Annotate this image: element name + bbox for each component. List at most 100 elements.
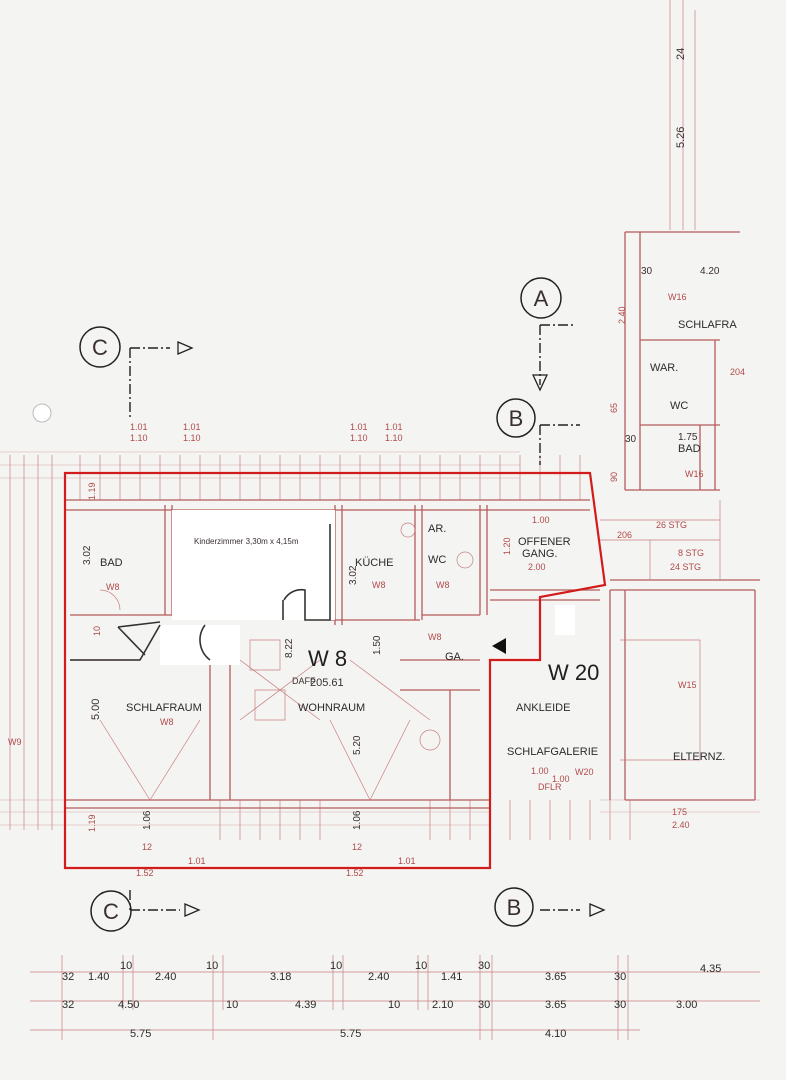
dim-500: 5.00 <box>90 699 102 720</box>
dim-101f: 1.01 <box>398 856 416 866</box>
room-schlafraum: SCHLAFRAUM <box>126 702 202 714</box>
dim-r2-3: 4.39 <box>295 999 316 1011</box>
dim-100b: 1.00 <box>531 766 549 776</box>
dim-106-mid: 1.06 <box>352 810 363 830</box>
dim-r1-13: 4.35 <box>700 963 721 975</box>
unit-outline-red <box>63 471 607 870</box>
direction-triangle <box>492 638 506 654</box>
dim-r2-4: 10 <box>388 999 400 1011</box>
dim-30a: 30 <box>641 266 653 277</box>
dim-r1-8: 10 <box>415 960 427 972</box>
dim-12b: 12 <box>352 842 362 852</box>
room-ga: GA. <box>445 651 464 663</box>
dim-101e: 1.01 <box>188 856 206 866</box>
dim-r2-9: 3.00 <box>676 999 697 1011</box>
section-axes <box>129 324 606 917</box>
dim-r1-6: 10 <box>330 960 342 972</box>
unit-label-w20: W 20 <box>548 660 599 685</box>
room-labels: BAD SCHLAFRAUM KÜCHE AR. WC OFFENER GANG… <box>100 319 737 763</box>
dim-r3-2: 4.10 <box>545 1028 566 1040</box>
dim-302-left: 3.02 <box>82 545 93 565</box>
dim-240b: 2.40 <box>672 820 690 830</box>
note-box: Kinderzimmer 3,30m x 4,15m <box>172 510 332 546</box>
dim-r1-3: 2.40 <box>155 971 176 983</box>
room-ar: AR. <box>428 523 446 535</box>
dim-row-2: 32 4.50 10 4.39 10 2.10 30 3.65 30 3.00 <box>62 999 697 1011</box>
dim-110b: 1.10 <box>183 433 201 443</box>
dim-r1-10: 30 <box>478 960 490 972</box>
dim-r2-0: 32 <box>62 999 74 1011</box>
inner-dimensions: 3.02 3.02 5.00 8.22 1.50 5.20 1.06 1.06 … <box>82 48 745 878</box>
dim-24: 24 <box>675 48 687 60</box>
dim-r2-8: 30 <box>614 999 626 1011</box>
room-elternz: ELTERNZ. <box>673 751 725 763</box>
dim-152b: 1.52 <box>346 868 364 878</box>
dim-101a: 1.01 <box>130 422 148 432</box>
room-schlafra-right: SCHLAFRA <box>678 319 737 331</box>
dim-175b: 175 <box>672 807 687 817</box>
section-marker-b-top <box>496 398 536 438</box>
tag-w15: W15 <box>678 680 697 690</box>
tag-w8-kueche: W8 <box>372 580 386 590</box>
w8-walls <box>65 499 600 809</box>
dim-420: 4.20 <box>700 266 720 277</box>
tag-w20: W20 <box>575 767 594 777</box>
white-patches <box>160 510 575 665</box>
note-text: Kinderzimmer 3,30m x 4,15m <box>194 537 299 546</box>
section-marker-c-top <box>79 326 121 368</box>
dim-r1-4: 10 <box>206 960 218 972</box>
area-value: 205.61 <box>310 677 344 689</box>
dim-150: 1.50 <box>372 635 383 655</box>
dim-110c: 1.10 <box>350 433 368 443</box>
dim-r2-1: 4.50 <box>118 999 139 1011</box>
dim-r1-0: 32 <box>62 971 74 983</box>
dim-r1-2: 10 <box>120 960 132 972</box>
dim-152a: 1.52 <box>136 868 154 878</box>
dim-r1-5: 3.18 <box>270 971 291 983</box>
dim-120: 1.20 <box>502 537 512 555</box>
punch-hole <box>32 403 52 423</box>
section-marker-c-bottom <box>90 890 132 932</box>
dim-110a: 1.10 <box>130 433 148 443</box>
dimension-chains <box>30 955 760 1040</box>
dim-30b: 30 <box>625 434 637 445</box>
dim-65: 65 <box>609 403 619 413</box>
room-wc-right: WC <box>670 400 688 412</box>
dim-822: 8.22 <box>284 638 295 658</box>
dim-100c: 1.00 <box>552 774 570 784</box>
dim-520: 5.20 <box>352 735 363 755</box>
unit-tags: W8 W8 W8 W8 W8 W16 W16 W15 W20 W9 <box>8 292 704 777</box>
section-label-b-top: B <box>509 406 524 431</box>
room-war-right: WAR. <box>650 362 678 374</box>
dim-r1-7: 2.40 <box>368 971 389 983</box>
dim-90: 90 <box>609 472 619 482</box>
dim-240: 2.40 <box>617 306 627 324</box>
dim-100: 1.00 <box>532 515 550 525</box>
dim-r1-9: 1.41 <box>441 971 462 983</box>
dim-r2-7: 3.65 <box>545 999 566 1011</box>
room-schlafgalerie: SCHLAFGALERIE <box>507 746 598 758</box>
room-ankleide: ANKLEIDE <box>516 702 570 714</box>
dim-r2-2: 10 <box>226 999 238 1011</box>
tag-w9: W9 <box>8 737 22 747</box>
dim-204: 204 <box>730 367 745 377</box>
dim-101b: 1.01 <box>183 422 201 432</box>
stg-2: 8 STG <box>678 548 704 558</box>
unit-label-w8: W 8 <box>308 646 347 671</box>
dim-row-1: 32 1.40 10 2.40 10 3.18 10 2.40 10 1.41 … <box>62 960 721 983</box>
room-bad: BAD <box>100 557 123 569</box>
dim-r3-1: 5.75 <box>340 1028 361 1040</box>
dim-206: 206 <box>617 530 632 540</box>
dim-12a: 12 <box>142 842 152 852</box>
dim-r1-12: 30 <box>614 971 626 983</box>
section-marker-a <box>520 277 562 319</box>
tag-w8-bad: W8 <box>106 582 120 592</box>
dim-r2-5: 2.10 <box>432 999 453 1011</box>
dim-110d: 1.10 <box>385 433 403 443</box>
dim-302-kitchen: 3.02 <box>348 565 359 585</box>
stg-3: 24 STG <box>670 562 701 572</box>
dim-101d: 1.01 <box>385 422 403 432</box>
dim-r1-1: 1.40 <box>88 971 109 983</box>
dim-119-top: 1.19 <box>87 482 97 500</box>
